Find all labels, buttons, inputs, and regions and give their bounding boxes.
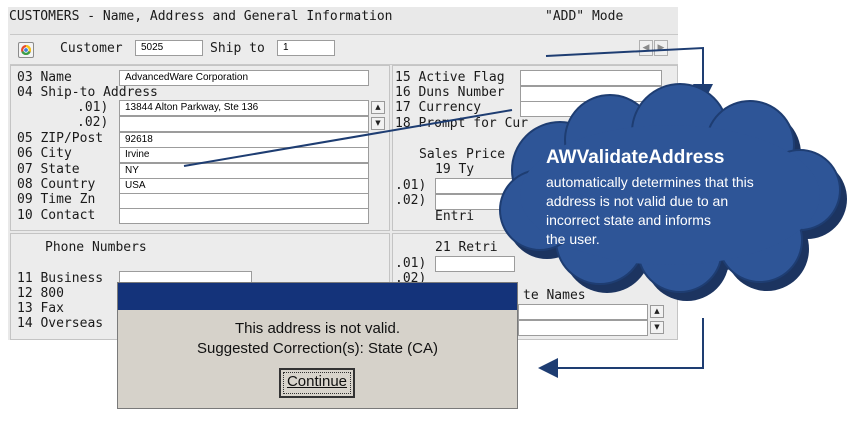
ship-to-number-field[interactable]: 1 xyxy=(277,40,335,56)
address-panel: 03 Name AdvancedWare Corporation 04 Ship… xyxy=(10,65,390,231)
alternate-name-field-1[interactable] xyxy=(518,304,648,320)
fax-label: 13 Fax xyxy=(17,301,64,316)
contact-field[interactable] xyxy=(119,208,369,224)
price-line1-label: .01) xyxy=(395,178,427,193)
sales-price-label: Sales Price xyxy=(419,147,506,162)
callout-title: AWValidateAddress xyxy=(546,147,725,168)
zip-label: 05 ZIP/Post xyxy=(17,131,104,146)
retrieve-label: 21 Retri xyxy=(435,240,498,255)
currency-label: 17 Currency xyxy=(395,100,482,115)
duns-number-label: 16 Duns Number xyxy=(395,85,505,100)
ship-to-address-label: 04 Ship-to Address xyxy=(17,85,158,100)
address-validation-dialog: This address is not valid. Suggested Cor… xyxy=(117,282,518,409)
address-line2-label: .02) xyxy=(77,115,109,130)
customer-number-field[interactable]: 5025 xyxy=(135,40,203,56)
retrieve-line1-field[interactable] xyxy=(435,256,515,272)
price-types-label: 19 Ty xyxy=(435,162,475,177)
country-label: 08 Country xyxy=(17,177,96,192)
dialog-message-line1: This address is not valid. xyxy=(234,320,401,337)
alternate-name-field-2[interactable] xyxy=(518,320,648,336)
previous-record-button[interactable]: ◀ xyxy=(639,40,653,56)
address-line1-field[interactable]: 13844 Alton Parkway, Ste 136 xyxy=(119,100,369,116)
alternate-names-label: te Names xyxy=(523,288,586,303)
active-flag-label: 15 Active Flag xyxy=(395,70,505,85)
state-label: 07 State xyxy=(17,162,80,177)
entries-label: Entri xyxy=(435,209,475,224)
cloud-center xyxy=(520,125,820,265)
callout-top-arrow xyxy=(545,46,713,104)
callout-body-line: the user. xyxy=(546,231,600,247)
dialog-message: This address is not valid. Suggested Cor… xyxy=(118,319,517,359)
window-title: CUSTOMERS - Name, Address and General In… xyxy=(9,9,393,24)
time-zone-label: 09 Time Zn xyxy=(17,192,96,207)
callout-body-line: address is not valid due to an xyxy=(546,193,729,209)
name-field[interactable]: AdvancedWare Corporation xyxy=(119,70,369,86)
callout-bottom-arrow xyxy=(538,318,704,378)
ship-to-label: Ship to xyxy=(210,41,265,56)
title-bar: CUSTOMERS - Name, Address and General In… xyxy=(8,7,678,29)
active-flag-field[interactable] xyxy=(520,70,662,86)
toll-free-label: 12 800 xyxy=(17,286,64,301)
city-label: 06 City xyxy=(17,146,72,161)
address-scroll-up-button[interactable]: ▲ xyxy=(371,101,385,114)
alternate-names-scroll-down-button[interactable]: ▼ xyxy=(650,321,664,334)
customer-header-row: Customer 5025 Ship to 1 ◀ ▶ xyxy=(10,34,678,65)
state-pointer-line xyxy=(183,109,513,167)
next-record-button[interactable]: ▶ xyxy=(654,40,668,56)
mode-indicator: "ADD" Mode xyxy=(545,9,624,24)
callout-text: AWValidateAddress automatically determin… xyxy=(546,147,806,249)
name-label: 03 Name xyxy=(17,70,72,85)
callout-body-line: automatically determines that this xyxy=(546,174,754,190)
address-line2-field[interactable] xyxy=(119,116,369,132)
contact-label: 10 Contact xyxy=(17,208,96,223)
address-line1-label: .01) xyxy=(77,100,109,115)
alternate-names-scroll-up-button[interactable]: ▲ xyxy=(650,305,664,318)
callout-body: automatically determines that this addre… xyxy=(546,173,806,249)
business-phone-label: 11 Business xyxy=(17,271,104,286)
phone-numbers-header: Phone Numbers xyxy=(45,240,147,255)
browser-icon[interactable] xyxy=(18,42,34,58)
dialog-message-line2: Suggested Correction(s): State (CA) xyxy=(197,340,438,357)
retrieve-line1-label: .01) xyxy=(395,256,427,271)
customer-label: Customer xyxy=(60,41,123,56)
overseas-phone-label: 14 Overseas xyxy=(17,316,104,331)
callout-body-line: incorrect state and informs xyxy=(546,212,711,228)
dialog-title-bar[interactable] xyxy=(118,283,517,310)
price-line2-label: .02) xyxy=(395,193,427,208)
continue-button[interactable]: Continue xyxy=(279,368,355,398)
address-scroll-down-button[interactable]: ▼ xyxy=(371,117,385,130)
